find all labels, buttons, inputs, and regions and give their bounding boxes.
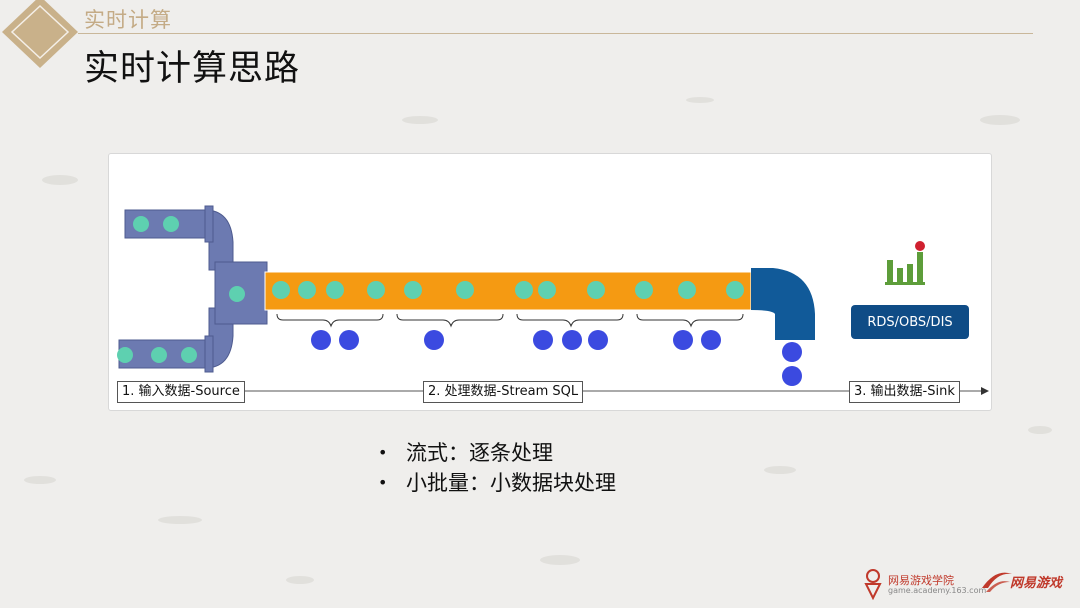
- batch-braces: [276, 313, 744, 328]
- stage-label-process: 2. 处理数据-Stream SQL: [423, 381, 584, 403]
- academy-name: 网易游戏学院: [888, 574, 954, 587]
- sink-elbow: [751, 268, 815, 340]
- pipeline-illustration: [117, 205, 989, 395]
- brand-name: 网易游戏: [1010, 576, 1063, 591]
- bullet-item: • 流式：逐条处理: [378, 437, 616, 467]
- bullet-mark: •: [378, 472, 388, 492]
- bullet-text: 小批量：小数据块处理: [406, 471, 616, 495]
- record-dots: [117, 216, 744, 363]
- flange-bottom: [204, 335, 214, 373]
- flange-top: [204, 205, 214, 243]
- chart-icon: [885, 241, 925, 285]
- sink-target-box: RDS/OBS/DIS: [851, 305, 969, 339]
- section-subtitle: 实时计算: [84, 8, 172, 32]
- academy-logo: 网易游戏学院 game.academy.163.com: [860, 566, 986, 604]
- netease-games-logo: 网易游戏: [978, 566, 1062, 600]
- flow-arrowhead: [981, 387, 989, 395]
- bullet-mark: •: [378, 442, 388, 462]
- streaming-diagram: 1. 输入数据-Source 2. 处理数据-Stream SQL 3. 输出数…: [108, 153, 992, 411]
- academy-emblem-icon: [864, 569, 882, 601]
- header-divider: [78, 33, 1033, 34]
- stream-pipe: [264, 271, 752, 311]
- bullet-item: • 小批量：小数据块处理: [378, 467, 616, 497]
- stage-label-sink: 3. 输出数据-Sink: [849, 381, 960, 403]
- batch-dots: [311, 330, 802, 386]
- page-title: 实时计算思路: [84, 49, 301, 89]
- stage-label-source: 1. 输入数据-Source: [117, 381, 245, 403]
- academy-url: game.academy.163.com: [888, 586, 987, 595]
- swirl-icon: [982, 572, 1012, 592]
- bullet-list: • 流式：逐条处理 • 小批量：小数据块处理: [378, 437, 616, 497]
- bullet-text: 流式：逐条处理: [406, 441, 553, 465]
- corner-diamond-logo: [2, 0, 78, 68]
